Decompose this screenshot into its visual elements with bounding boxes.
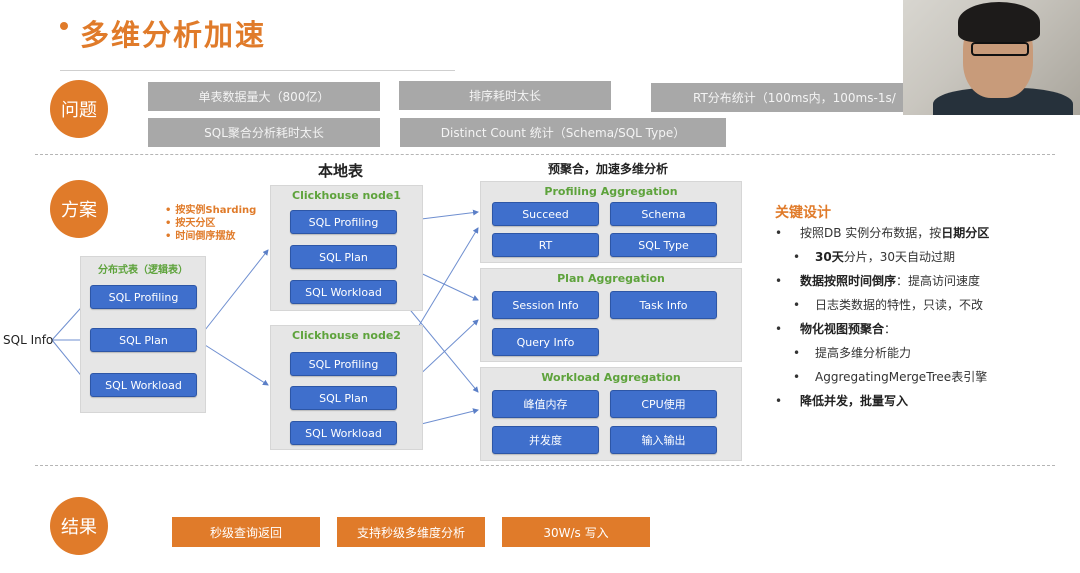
- problem-tag: RT分布统计（100ms内，100ms-1s/: [651, 83, 903, 112]
- node2-item: SQL Workload: [290, 421, 397, 445]
- problem-tag: SQL聚合分析耗时太长: [148, 118, 380, 147]
- pre-aggregation-label: 预聚合，加速多维分析: [548, 162, 669, 176]
- aggregation-title: Workload Aggregation: [541, 371, 681, 384]
- key-design-list: • 按照DB 实例分布数据，按日期分区 • 30天分片，30天自动过期 • 数据…: [775, 225, 1075, 417]
- distributed-table-title: 分布式表（逻辑表）: [98, 265, 188, 276]
- result-tag: 30W/s 写入: [502, 517, 650, 547]
- aggregation-title: Profiling Aggregation: [544, 185, 678, 198]
- design-item: • 数据按照时间倒序：提高访问速度: [775, 274, 981, 288]
- shard-note: 时间倒序摆放: [165, 230, 256, 243]
- design-item: • 提高多维分析能力: [793, 346, 912, 360]
- result-tag: 支持秒级多维度分析: [337, 517, 485, 547]
- workload-item: 并发度: [492, 426, 599, 454]
- workload-item: 峰值内存: [492, 390, 599, 418]
- shard-notes: 按实例Sharding 按天分区 时间倒序摆放: [165, 204, 256, 243]
- source-label: SQL Info: [3, 333, 54, 347]
- bullet-icon: •: [775, 394, 783, 408]
- design-item: • 30天分片，30天自动过期: [793, 250, 955, 264]
- bullet-icon: •: [793, 346, 801, 360]
- node-title: Clickhouse node2: [292, 329, 401, 342]
- problem-tag: 排序耗时太长: [399, 81, 611, 110]
- node2-item: SQL Profiling: [290, 352, 397, 376]
- design-item: • 日志类数据的特性，只读，不改: [793, 298, 984, 312]
- bullet-icon: •: [793, 370, 801, 384]
- plan-item: Session Info: [492, 291, 599, 319]
- section-result-badge: 结果: [50, 497, 108, 555]
- problem-tag: Distinct Count 统计（Schema/SQL Type）: [400, 118, 726, 147]
- node2-item: SQL Plan: [290, 386, 397, 410]
- presenter-webcam: [903, 0, 1080, 115]
- node1-item: SQL Plan: [290, 245, 397, 269]
- profiling-item: Succeed: [492, 202, 599, 226]
- workload-item: 输入输出: [610, 426, 717, 454]
- profiling-item: SQL Type: [610, 233, 717, 257]
- shard-note: 按天分区: [165, 217, 256, 230]
- title-underline: [60, 70, 455, 71]
- section-problem-badge: 问题: [50, 80, 108, 138]
- design-item: • 物化视图预聚合：: [775, 322, 897, 336]
- node1-item: SQL Workload: [290, 280, 397, 304]
- shard-note: 按实例Sharding: [165, 204, 256, 217]
- problem-tag: 单表数据量大（800亿）: [148, 82, 380, 111]
- bullet-icon: •: [775, 274, 783, 288]
- aggregation-title: Plan Aggregation: [557, 272, 665, 285]
- plan-item: Query Info: [492, 328, 599, 356]
- distributed-item: SQL Plan: [90, 328, 197, 352]
- bullet-icon: •: [793, 250, 801, 264]
- local-table-label: 本地表: [318, 162, 364, 180]
- workload-item: CPU使用: [610, 390, 717, 418]
- title-bullet: [60, 22, 68, 30]
- section-solution-badge: 方案: [50, 180, 108, 238]
- result-tag: 秒级查询返回: [172, 517, 320, 547]
- distributed-item: SQL Profiling: [90, 285, 197, 309]
- plan-item: Task Info: [610, 291, 717, 319]
- bullet-icon: •: [775, 226, 783, 240]
- design-item: • AggregatingMergeTree表引擎: [793, 370, 988, 384]
- bullet-icon: •: [775, 322, 783, 336]
- design-item: • 按照DB 实例分布数据，按日期分区: [775, 226, 990, 240]
- node-title: Clickhouse node1: [292, 189, 401, 202]
- slide-title: 多维分析加速: [80, 18, 267, 52]
- profiling-item: Schema: [610, 202, 717, 226]
- section-divider: [35, 154, 1055, 155]
- node1-item: SQL Profiling: [290, 210, 397, 234]
- design-item: • 降低并发，批量写入: [775, 394, 909, 408]
- bullet-icon: •: [793, 298, 801, 312]
- section-divider: [35, 465, 1055, 466]
- key-design-title: 关键设计: [775, 205, 831, 221]
- profiling-item: RT: [492, 233, 599, 257]
- distributed-item: SQL Workload: [90, 373, 197, 397]
